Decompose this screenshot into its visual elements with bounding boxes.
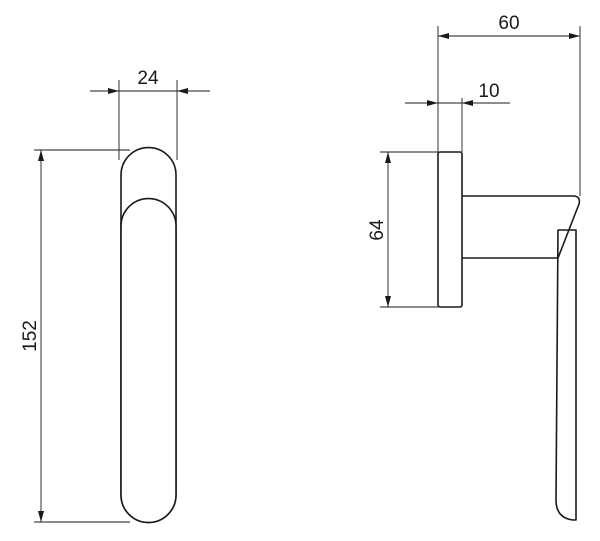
length-dimension-label: 152	[20, 320, 41, 352]
height-dimension-label: 64	[367, 219, 388, 241]
width-arrow-right	[177, 88, 188, 94]
side-grip-outline	[555, 229, 577, 521]
length-arrow-top	[38, 150, 44, 161]
side-arm-outline	[462, 195, 581, 259]
side-rose-outline	[437, 151, 463, 308]
side-view: 60 10 64	[367, 13, 581, 521]
projection-arrow-right	[569, 33, 580, 39]
thickness-dimension-label: 10	[478, 81, 499, 102]
width-arrow-left	[108, 88, 119, 94]
projection-arrow-left	[438, 33, 449, 39]
length-arrow-bottom	[38, 511, 44, 522]
height-arrow-bottom	[385, 296, 391, 307]
front-view: 24 152	[20, 68, 210, 524]
thickness-arrow-right	[462, 100, 473, 106]
front-grip-outline	[120, 197, 177, 524]
projection-dimension-label: 60	[498, 13, 519, 34]
width-dimension-label: 24	[137, 68, 159, 89]
thickness-arrow-left	[427, 100, 438, 106]
height-arrow-top	[385, 152, 391, 163]
